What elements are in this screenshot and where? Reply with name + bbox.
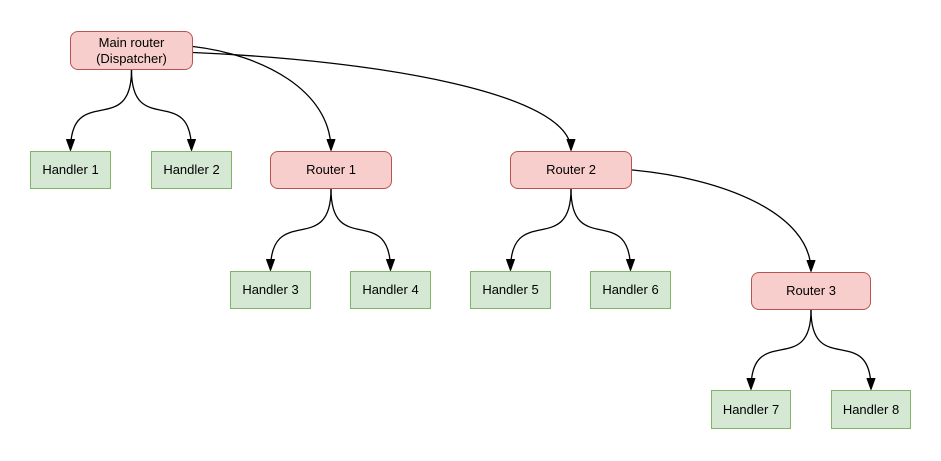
node-router-1: Router 1: [270, 151, 392, 189]
node-label: Handler 1: [42, 162, 99, 177]
node-label: Router 2: [546, 162, 596, 177]
edge-router-2-to-handler-6: [570, 188, 635, 271]
node-main-router-dispatcher: Main router (Dispatcher): [70, 31, 193, 70]
node-label: Router 1: [306, 162, 356, 177]
node-label: Handler 8: [842, 401, 900, 417]
edge-router-3-to-handler-7: [746, 309, 812, 390]
node-label: Handler 2: [163, 162, 220, 177]
node-label: Router 3: [786, 283, 836, 298]
edge-router-1-to-handler-3: [266, 188, 332, 271]
node-router-2: Router 2: [510, 151, 632, 189]
edge-router-3-to-handler-8: [810, 309, 876, 390]
node-router-3: Router 3: [751, 272, 871, 310]
node-handler-1: Handler 1: [30, 151, 111, 189]
edge-router-2-to-router-3: [631, 169, 816, 272]
edge-router-2-to-handler-5: [506, 188, 572, 271]
edge-main-router-dispatcher-to-handler-2: [130, 69, 196, 151]
node-handler-6: Handler 6: [590, 271, 671, 309]
edge-router-1-to-handler-4: [330, 188, 395, 271]
node-handler-3: Handler 3: [230, 271, 311, 309]
edge-main-router-dispatcher-to-router-1: [192, 45, 336, 151]
node-handler-8: Handler 8: [831, 390, 911, 429]
node-label: Handler 3: [242, 282, 299, 297]
node-label: Handler 7: [722, 401, 780, 417]
node-handler-2: Handler 2: [151, 151, 232, 189]
node-label: Handler 5: [482, 282, 539, 297]
node-label: Main router (Dispatcher): [96, 34, 167, 66]
edge-main-router-dispatcher-to-handler-1: [66, 69, 133, 151]
node-handler-4: Handler 4: [350, 271, 431, 309]
node-label: Handler 6: [602, 282, 659, 297]
node-handler-5: Handler 5: [470, 271, 551, 309]
edge-main-router-dispatcher-to-router-2: [192, 51, 576, 151]
node-label: Handler 4: [362, 282, 419, 297]
node-handler-7: Handler 7: [711, 390, 791, 429]
